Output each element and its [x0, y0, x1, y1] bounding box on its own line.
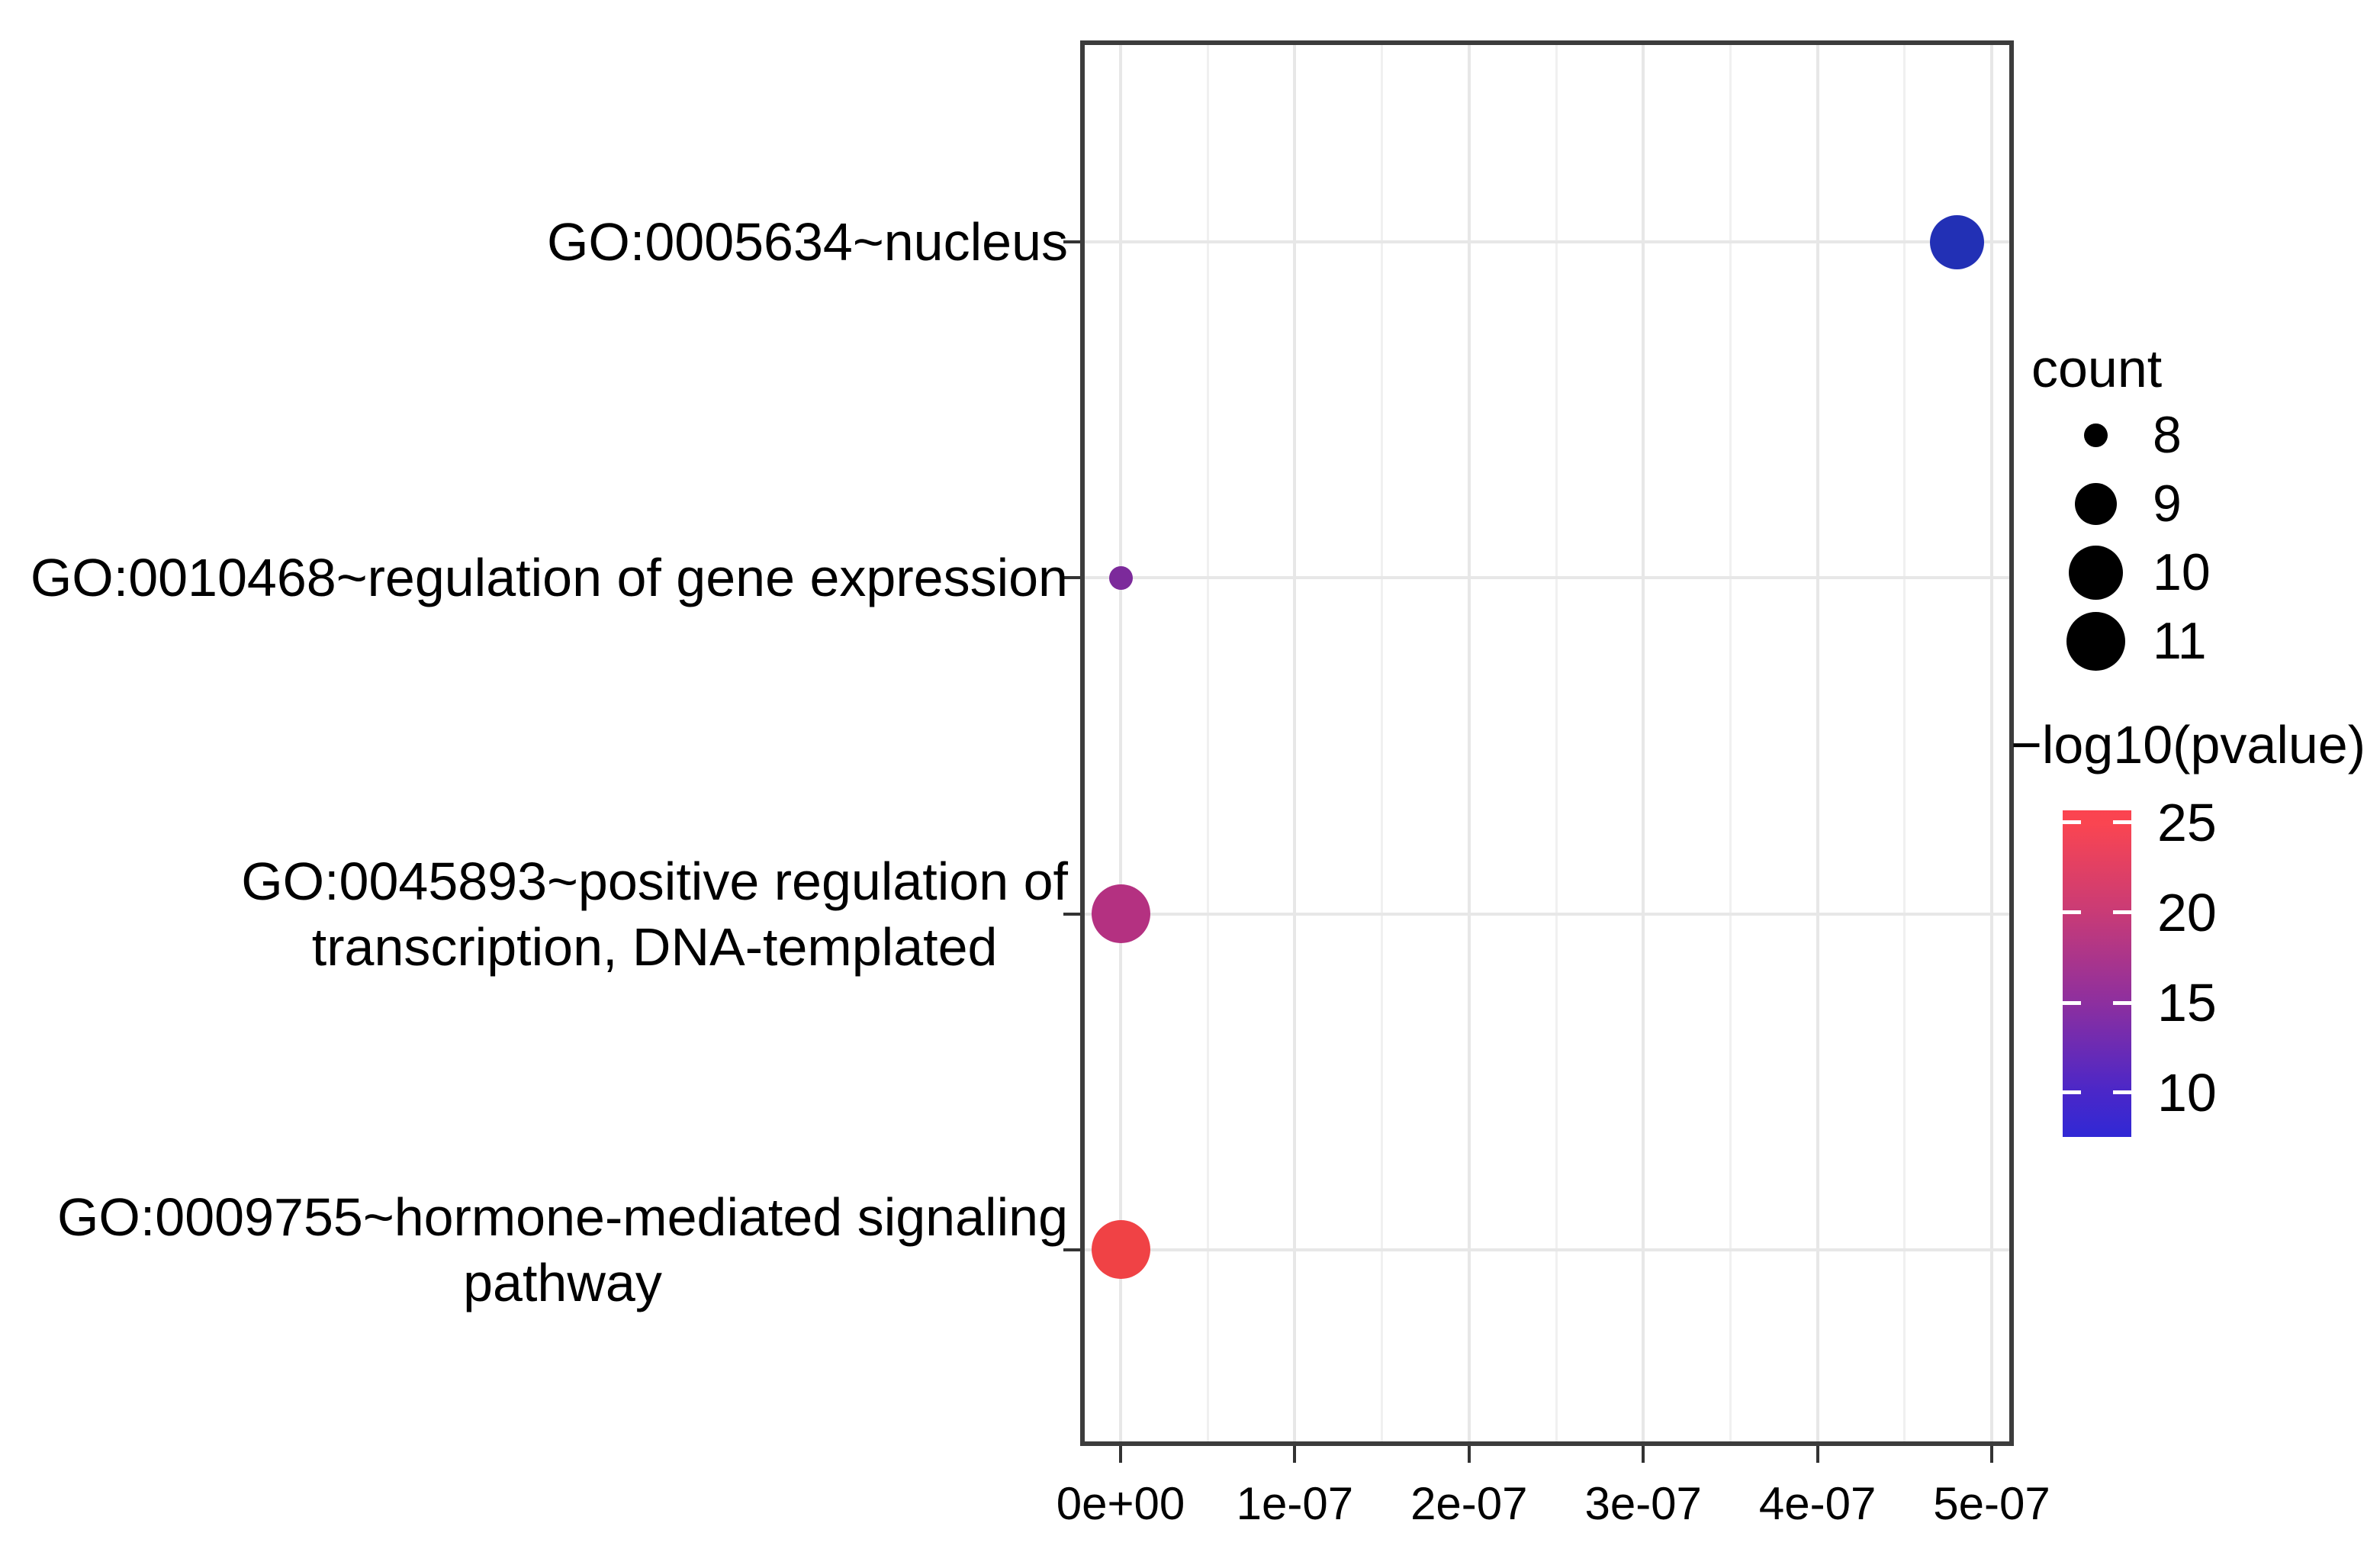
colorbar-tick-left — [2063, 1090, 2081, 1095]
data-point-dot — [1091, 1220, 1150, 1280]
grid-major-x — [1293, 40, 1297, 1446]
colorbar-tick-right — [2113, 1000, 2131, 1005]
count-legend-value: 8 — [2153, 406, 2182, 464]
pvalue-colorbar — [2063, 810, 2131, 1137]
y-axis-term-label: GO:0005634~nucleus — [547, 209, 1068, 275]
y-axis-term-label-line: GO:0045893~positive regulation of — [241, 851, 1068, 911]
colorbar-tick-right — [2113, 1090, 2131, 1095]
count-legend-dot — [2068, 545, 2123, 600]
y-tick-mark — [1063, 1248, 1080, 1251]
count-legend-value: 11 — [2153, 612, 2207, 670]
colorbar-tick-left — [2063, 1000, 2081, 1005]
x-tick-mark — [1467, 1446, 1471, 1463]
grid-major-x — [1467, 40, 1471, 1446]
y-axis-term-label-line: GO:0010468~regulation of gene expression — [30, 548, 1068, 608]
grid-major-y — [1080, 1248, 2014, 1251]
count-legend-value: 9 — [2153, 475, 2182, 533]
grid-minor-x — [1555, 40, 1558, 1446]
count-legend-dot — [2074, 482, 2117, 525]
x-axis-tick-label: 3e-07 — [1584, 1478, 1702, 1529]
x-axis-tick-label: 0e+00 — [1056, 1478, 1185, 1529]
grid-minor-x — [1903, 40, 1906, 1446]
x-axis-tick-label: 4e-07 — [1758, 1478, 1877, 1529]
grid-minor-x — [1381, 40, 1384, 1446]
grid-major-y — [1080, 576, 2014, 580]
y-tick-mark — [1063, 240, 1080, 243]
y-axis-term-label-line: pathway — [463, 1252, 662, 1312]
grid-major-x — [1990, 40, 1993, 1446]
y-axis-term-label-line: GO:0005634~nucleus — [546, 212, 1068, 272]
data-point-dot — [1091, 884, 1150, 944]
colorbar-tick-left — [2063, 820, 2081, 825]
y-tick-mark — [1063, 912, 1080, 916]
x-tick-mark — [1293, 1446, 1297, 1463]
data-point-dot — [1108, 565, 1133, 590]
colorbar-tick-right — [2113, 910, 2131, 915]
plot-panel — [1080, 40, 2014, 1446]
x-tick-mark — [1990, 1446, 1993, 1463]
colorbar-tick-right — [2113, 820, 2131, 825]
grid-major-x — [1119, 40, 1122, 1446]
x-tick-mark — [1816, 1446, 1819, 1463]
x-tick-mark — [1119, 1446, 1122, 1463]
grid-minor-x — [1206, 40, 1209, 1446]
pvalue-legend-value: 25 — [2157, 792, 2217, 852]
y-axis-term-label: GO:0010468~regulation of gene expression — [31, 545, 1068, 610]
y-axis-term-label-line: GO:0009755~hormone-mediated signaling — [56, 1187, 1068, 1247]
count-legend-value: 10 — [2153, 543, 2211, 601]
grid-major-y — [1080, 240, 2014, 243]
y-tick-mark — [1063, 576, 1080, 580]
count-legend-dot — [2066, 611, 2125, 671]
data-point-dot — [1929, 214, 1984, 269]
grid-major-y — [1080, 912, 2014, 916]
count-legend-dot — [2083, 423, 2108, 447]
pvalue-legend-value: 20 — [2157, 882, 2217, 942]
count-legend-title: count — [2031, 339, 2163, 398]
grid-major-x — [1642, 40, 1645, 1446]
grid-minor-x — [1729, 40, 1732, 1446]
pvalue-legend-value: 15 — [2157, 973, 2217, 1033]
x-axis-tick-label: 2e-07 — [1410, 1478, 1528, 1529]
colorbar-tick-left — [2063, 910, 2081, 915]
x-tick-mark — [1642, 1446, 1645, 1463]
grid-major-x — [1816, 40, 1819, 1446]
pvalue-legend-value: 10 — [2157, 1062, 2217, 1122]
pvalue-legend-title: −log10(pvalue) — [2011, 715, 2366, 774]
x-axis-tick-label: 1e-07 — [1236, 1478, 1354, 1529]
x-axis-tick-label: 5e-07 — [1933, 1478, 2050, 1529]
y-axis-term-label-line: transcription, DNA-templated — [311, 916, 998, 977]
